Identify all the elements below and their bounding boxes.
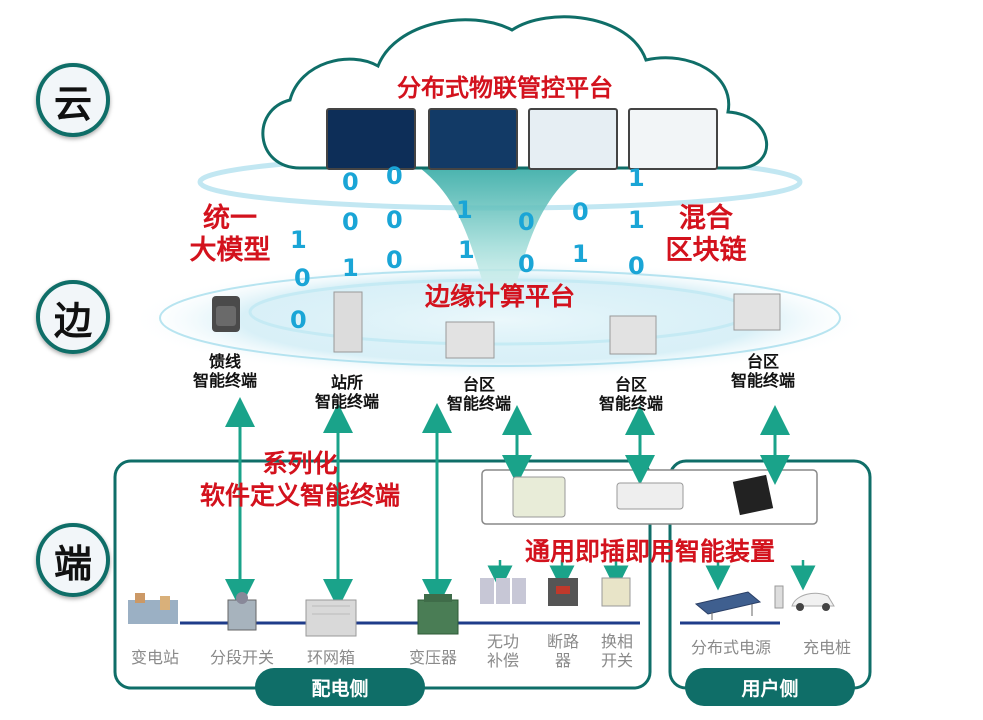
dashboard-screen-2 — [428, 108, 518, 170]
plug-device-module — [616, 482, 684, 510]
bit: 0 — [342, 208, 359, 236]
series-title-line-1: 系列化 — [262, 449, 338, 478]
dashboard-screen-3 — [528, 108, 618, 170]
transformer-icon — [417, 594, 459, 635]
hybrid-blockchain-line-2: 区块链 — [665, 235, 747, 266]
bit: 0 — [386, 246, 403, 274]
equipment-label-line-2: 开关 — [600, 651, 633, 670]
bit: 0 — [290, 306, 307, 334]
solar-panel-icon — [694, 591, 762, 620]
distributed-power-label: 分布式电源 — [690, 638, 771, 657]
equipment-label-line-1: 换相 — [600, 632, 633, 651]
bit: 1 — [342, 254, 359, 282]
station-terminal-device — [333, 291, 363, 353]
unified-model-title: 统一 大模型 — [170, 203, 290, 267]
area-terminal-device-1 — [445, 321, 495, 359]
equipment-label-line-1: 断路 — [546, 632, 579, 651]
feeder-terminal-label: 馈线 智能终端 — [180, 352, 270, 390]
level-badge-cloud: 云 — [36, 63, 110, 137]
dashboard-screen-4 — [628, 108, 718, 170]
edge-computing-title: 边缘计算平台 — [424, 282, 575, 311]
unified-model-line-2: 大模型 — [189, 235, 271, 266]
phase-switch-icon — [601, 577, 631, 607]
ring-main-unit-icon — [305, 599, 357, 637]
breaker-label: 断路 器 — [538, 632, 588, 670]
terminal-label-line-1: 馈线 — [208, 352, 241, 371]
area-terminal-device-3 — [733, 293, 781, 331]
bit: 1 — [456, 196, 473, 224]
reactive-compensation-label: 无功 补偿 — [478, 632, 528, 670]
equipment-label-line-2: 补偿 — [486, 651, 519, 670]
bit: 0 — [518, 250, 535, 278]
area-terminal-label-2: 台区 智能终端 — [586, 375, 676, 413]
phase-switch-label: 换相 开关 — [592, 632, 642, 670]
terminal-label-line-1: 站所 — [330, 373, 363, 392]
terminal-label-line-1: 台区 — [462, 375, 495, 394]
terminal-label-line-1: 台区 — [746, 352, 779, 371]
terminal-label-line-1: 台区 — [614, 375, 647, 394]
terminal-label-line-2: 智能终端 — [192, 371, 257, 390]
equipment-label-line-2: 器 — [554, 651, 571, 670]
substation-icon — [128, 593, 178, 624]
unified-model-line-1: 统一 — [203, 203, 257, 234]
cloud-platform-title: 分布式物联管控平台 — [397, 74, 613, 102]
area-terminal-label-1: 台区 智能终端 — [434, 375, 524, 413]
user-side-label: 用户侧 — [685, 668, 855, 706]
sectional-switch-icon — [227, 592, 257, 631]
bit: 1 — [572, 240, 589, 268]
area-terminal-label-3: 台区 智能终端 — [718, 352, 808, 390]
software-defined-terminal-title: 系列化 软件定义智能终端 — [170, 448, 430, 512]
terminal-label-line-2: 智能终端 — [314, 392, 379, 411]
bit: 0 — [294, 264, 311, 292]
level-badge-edge: 边 — [36, 280, 110, 354]
station-terminal-label: 站所 智能终端 — [302, 373, 392, 411]
series-title-line-2: 软件定义智能终端 — [199, 481, 400, 510]
reactive-compensation-icon — [480, 578, 526, 604]
bit: 0 — [518, 208, 535, 236]
ring-main-unit-label: 环网箱 — [306, 648, 355, 667]
feeder-terminal-device — [212, 296, 240, 332]
hybrid-blockchain-line-1: 混合 — [679, 203, 733, 234]
bit: 1 — [290, 226, 307, 254]
area-terminal-device-2 — [609, 315, 657, 355]
bit: 1 — [628, 164, 645, 192]
bit: 1 — [458, 236, 475, 264]
bit: 0 — [386, 162, 403, 190]
equipment-label-line-1: 无功 — [486, 632, 519, 651]
sectional-switch-label: 分段开关 — [209, 648, 274, 667]
data-vortex — [420, 168, 580, 300]
plug-and-play-title: 通用即插即用智能装置 — [524, 537, 775, 566]
plug-device-chip — [732, 474, 774, 516]
bit: 0 — [342, 168, 359, 196]
terminal-label-line-2: 智能终端 — [598, 394, 663, 413]
transformer-label: 变压器 — [408, 648, 457, 667]
plug-device-meter — [512, 476, 566, 518]
distribution-side-label: 配电侧 — [255, 668, 425, 706]
bit: 1 — [628, 206, 645, 234]
terminal-label-line-2: 智能终端 — [446, 394, 511, 413]
bit: 0 — [572, 198, 589, 226]
charging-pile-icon — [774, 585, 835, 611]
level-badge-end: 端 — [36, 523, 110, 597]
dashboard-screen-1 — [326, 108, 416, 170]
breaker-icon — [548, 578, 578, 606]
substation-label: 变电站 — [130, 648, 179, 667]
terminal-label-line-2: 智能终端 — [730, 371, 795, 390]
bit: 0 — [628, 252, 645, 280]
charging-pile-label: 充电桩 — [802, 638, 851, 657]
bit: 0 — [386, 206, 403, 234]
hybrid-blockchain-title: 混合 区块链 — [646, 203, 766, 267]
